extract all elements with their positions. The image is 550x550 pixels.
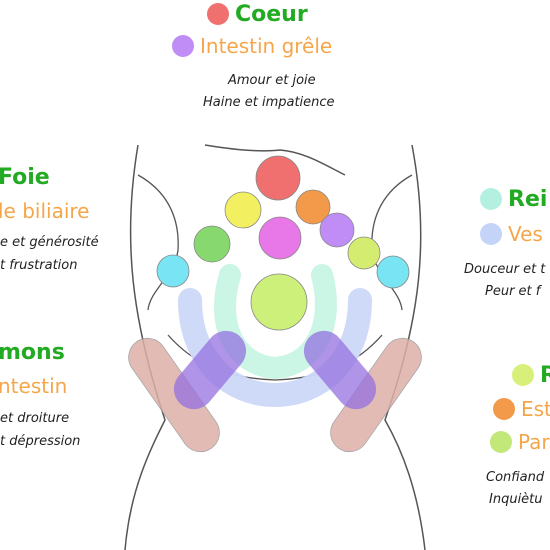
right-lower-emotion-positive: Confiand — [486, 470, 545, 485]
right-upper-emotion-positive: Douceur et t — [464, 262, 546, 277]
top-organ1-text: Coeur — [235, 2, 308, 27]
left-upper-emotion-negative: t frustration — [0, 258, 78, 273]
right-lower-organ3-text: Par — [518, 430, 550, 454]
right-upper-emotion-negative: Peur et f — [485, 284, 541, 299]
right-lower-organ2: Est — [493, 397, 550, 421]
lime-circle-right — [347, 236, 381, 270]
lime-dot-icon — [512, 364, 534, 386]
kidney-dot-icon — [480, 188, 502, 210]
liver-circle — [193, 225, 231, 263]
right-upper-organ2-text: Ves — [508, 222, 543, 246]
top-organ2-text: Intestin grêle — [200, 34, 333, 58]
outer-arc — [178, 288, 372, 408]
right-lower-organ3: Par — [490, 430, 550, 454]
stomach-dot-icon — [493, 398, 515, 420]
top-emotion-positive: Amour et joie — [228, 73, 316, 88]
right-lower-organ2-text: Est — [521, 397, 550, 421]
right-upper-organ1-text: Rei — [508, 187, 548, 212]
left-upper-organ1: Foie — [0, 165, 50, 190]
right-purple-bar — [303, 330, 377, 410]
right-lower-organ1: R — [512, 363, 550, 388]
center-circle — [250, 273, 308, 331]
heart-dot-icon — [207, 3, 229, 25]
left-lower-organ2: ntestin — [0, 374, 68, 398]
pancreas-dot-icon — [490, 431, 512, 453]
spleen-circle — [224, 191, 262, 229]
left-lower-organ1: mons — [0, 340, 65, 365]
left-upper-organ2: le biliaire — [0, 199, 90, 223]
right-lower-organ1-text: R — [540, 363, 550, 388]
pancreas-circle-right — [319, 212, 355, 248]
right-upper-organ1: Rei — [480, 187, 547, 212]
stomach-circle — [295, 189, 331, 225]
pelvis-circle — [258, 216, 302, 260]
top-organ1: Coeur — [207, 2, 308, 27]
left-lower-emotion-negative: t dépression — [0, 434, 81, 449]
lung-circle-left — [156, 254, 190, 288]
top-emotion-negative: Haine et impatience — [203, 95, 335, 110]
small-intestine-dot-icon — [172, 35, 194, 57]
left-lower-emotion-positive: et droiture — [0, 411, 70, 426]
right-lower-emotion-negative: Inquiètu — [489, 492, 543, 507]
middle-arc — [214, 264, 337, 380]
right-upper-organ2: Ves — [480, 222, 543, 246]
left-upper-emotion-positive: e et générosité — [0, 235, 99, 250]
heart-circle — [255, 155, 301, 201]
bladder-dot-icon — [480, 223, 502, 245]
top-organ2: Intestin grêle — [172, 34, 332, 58]
left-purple-bar — [173, 330, 247, 410]
lung-circle-right — [376, 255, 410, 289]
